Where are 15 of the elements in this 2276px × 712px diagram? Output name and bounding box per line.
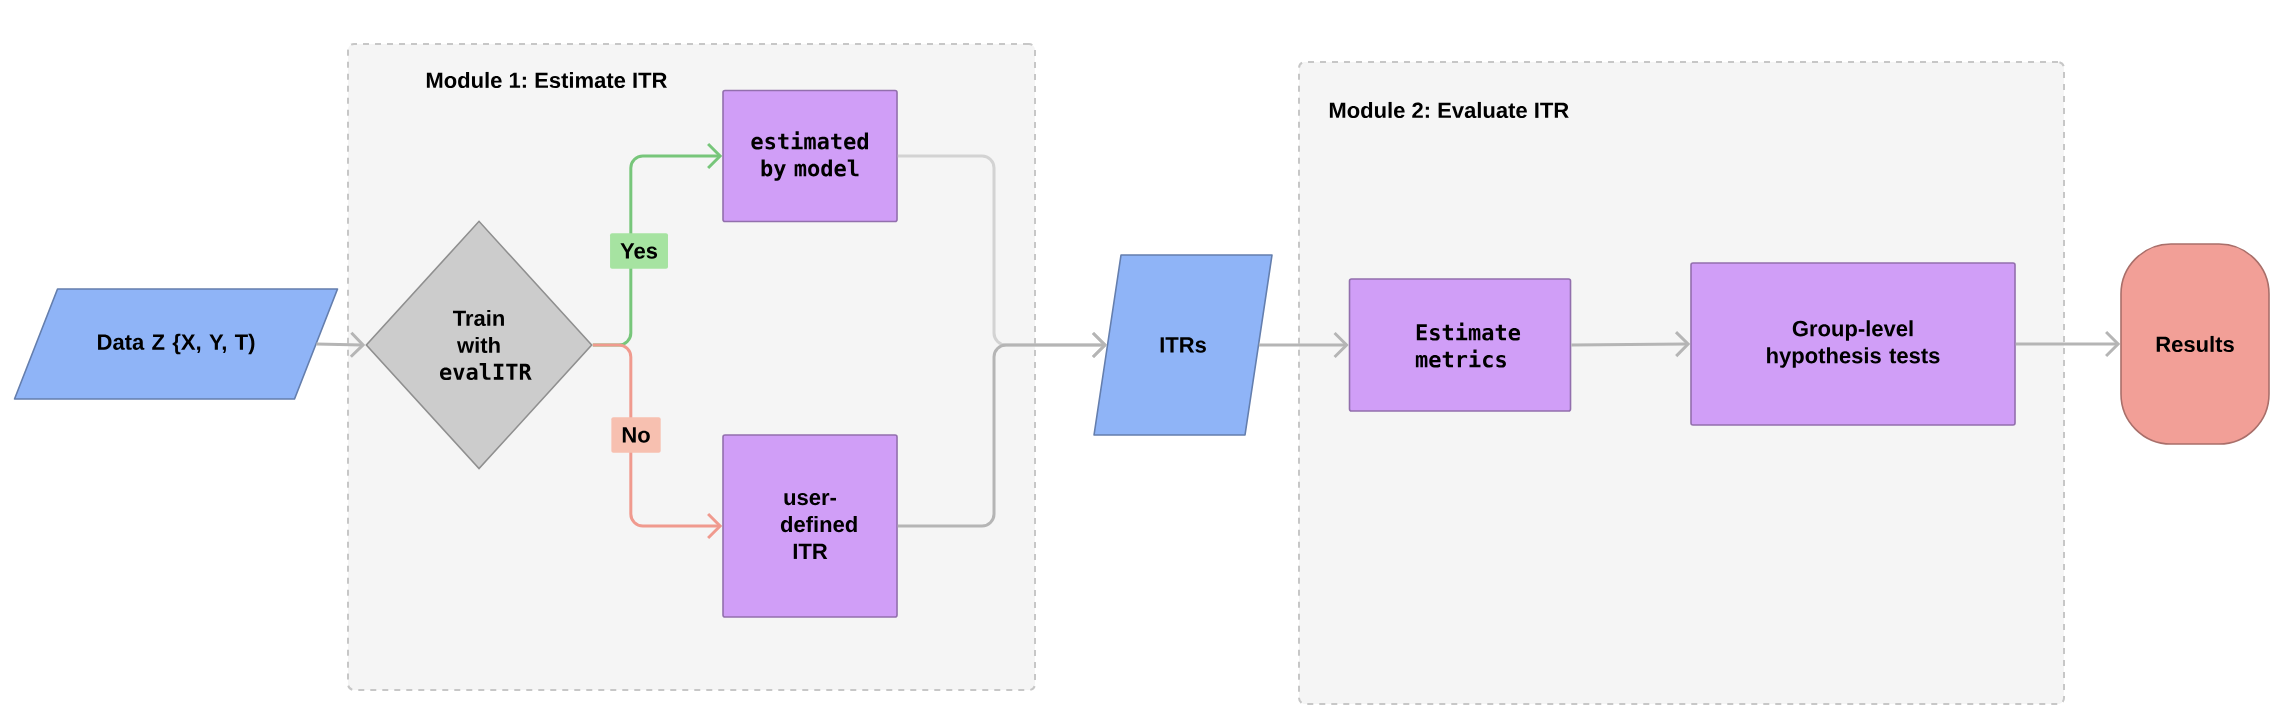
edge-label: No [611,417,661,453]
data-parallelogram: Data Z {X, Y, T) [13,288,339,400]
arrow [592,343,723,540]
data-parallelogram: ITRs [1093,254,1273,436]
terminal-box: Results [2120,243,2270,445]
arrow [1258,331,1349,359]
arrow [1571,331,1691,358]
edge-label: Yes [610,233,668,269]
process-box: Group-level hypothesis tests [1690,262,2016,426]
arrow [316,331,366,358]
arrow [897,331,1108,528]
process-box: user-defined ITR [722,434,898,618]
arrow [2015,330,2121,358]
process-box: estimated by model [722,89,898,223]
process-box: Estimate metrics [1348,278,1572,412]
